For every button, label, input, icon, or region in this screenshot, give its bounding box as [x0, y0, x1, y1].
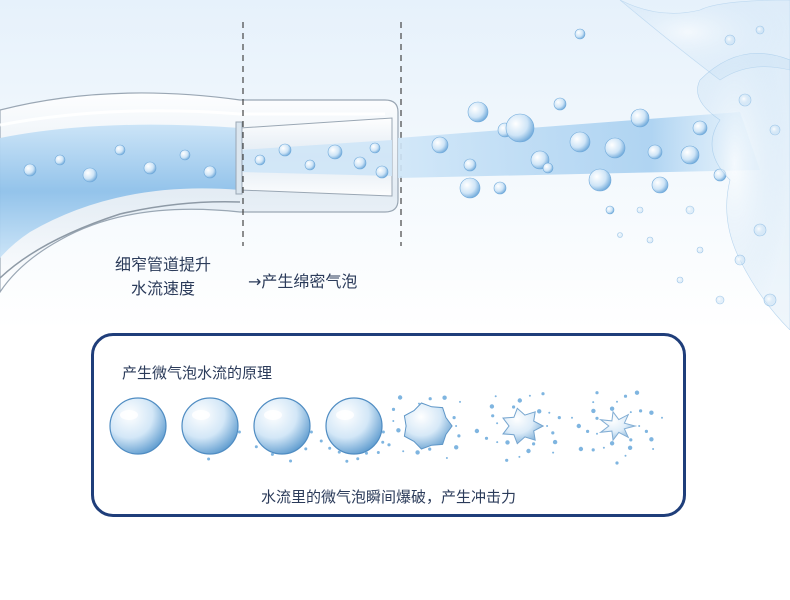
bubble-stage-1 [109, 397, 167, 455]
bubble-stage-7 [571, 390, 663, 465]
narrow-pipe-line-2: 水流速度 [130, 279, 195, 298]
narrow-pipe-caption: 细窄管道提升 水流速度 [98, 253, 228, 301]
bubble-stage-3 [253, 397, 313, 463]
produce-bubbles-caption: →产生绵密气泡 [248, 272, 358, 291]
panel-title: 产生微气泡水流的原理 [122, 364, 273, 382]
principle-panel: 产生微气泡水流的原理 水流里的微气泡瞬间爆破，产生冲击力 [91, 333, 686, 517]
bubble-stage-4 [319, 397, 385, 463]
bubble-stage-6 [474, 392, 561, 462]
bubble-stage-5 [387, 395, 461, 459]
bubble-burst-stages [109, 390, 663, 465]
narrow-pipe-line-1: 细窄管道提升 [114, 255, 211, 274]
panel-caption: 水流里的微气泡瞬间爆破，产生冲击力 [260, 488, 516, 506]
nozzle-illustration [0, 0, 790, 330]
bubble-stage-2 [181, 397, 241, 461]
